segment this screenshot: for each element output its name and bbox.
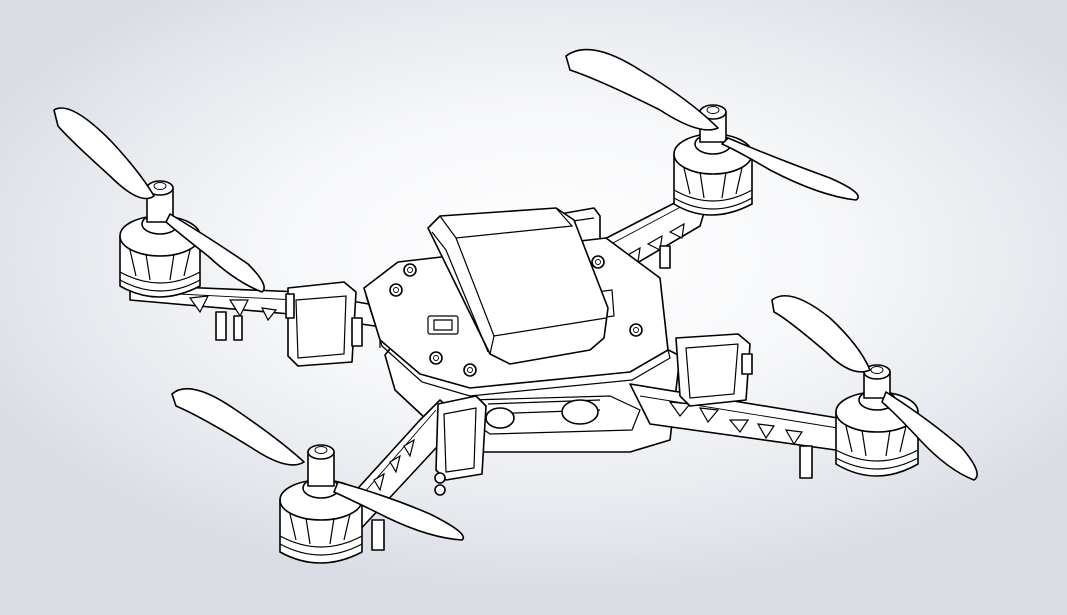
- propeller-front-left: [172, 389, 463, 540]
- esc-front: [435, 396, 486, 495]
- esc-right: [676, 334, 752, 406]
- battery: [428, 208, 608, 364]
- propeller-rear-right: [566, 50, 858, 200]
- motor-front-left: [280, 445, 362, 563]
- propeller-front-right: [772, 296, 977, 480]
- propeller-rear-left: [54, 108, 264, 292]
- esc-left: [286, 282, 362, 366]
